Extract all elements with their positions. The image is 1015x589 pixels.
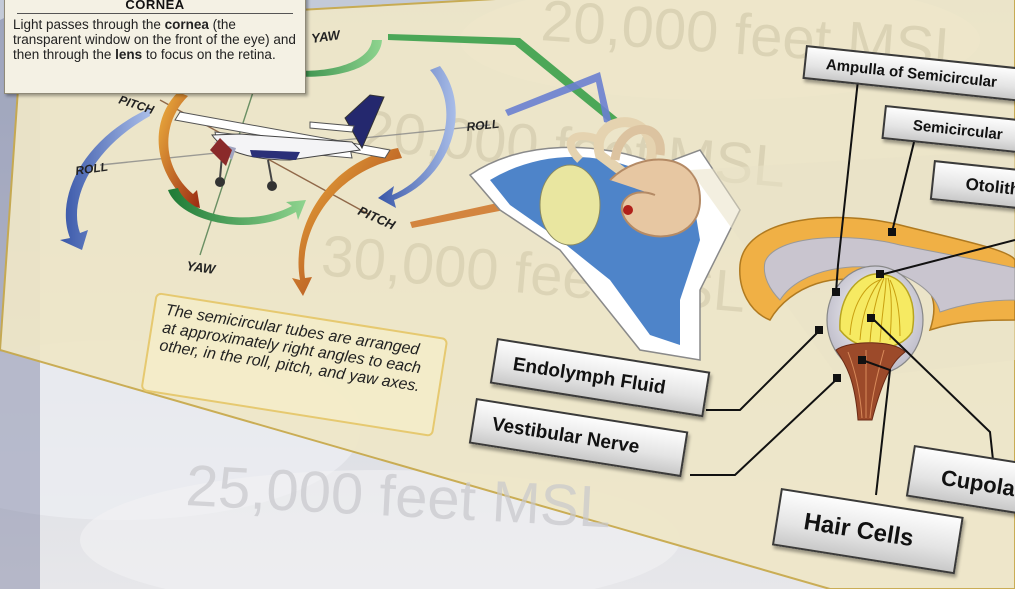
info-box-text: to focus on the retina. [142, 47, 276, 62]
yaw-arrow-lower [168, 188, 306, 225]
connector-nodes [815, 228, 896, 382]
roll-arrow-left [60, 108, 150, 250]
yaw-label-top: YAW [310, 27, 342, 46]
info-box-bold-term: lens [115, 47, 143, 62]
inner-ear-illustration [468, 117, 741, 361]
airplane-illustration [174, 94, 391, 191]
info-box-text: Light passes through the [13, 17, 165, 32]
info-box-title: CORNEA [17, 0, 293, 14]
info-box: CORNEA Light passes through the cornea (… [4, 0, 306, 94]
pitch-arrow-upper [158, 92, 200, 208]
yaw-label-bottom: YAW [186, 258, 218, 277]
roll-label-right: ROLL [466, 117, 500, 134]
info-box-bold-term: cornea [164, 17, 209, 32]
roll-pointer [505, 72, 612, 124]
info-box-body: Light passes through the cornea (the tra… [13, 17, 297, 62]
roll-label-left: ROLL [74, 160, 108, 178]
vestibular-nerve-shape [835, 342, 906, 421]
roll-arrow-right [378, 66, 456, 208]
pitch-arrow-lower [292, 148, 402, 296]
pitch-pointer [410, 170, 576, 228]
info-box-text: (the transparent window on the front of … [13, 17, 296, 62]
